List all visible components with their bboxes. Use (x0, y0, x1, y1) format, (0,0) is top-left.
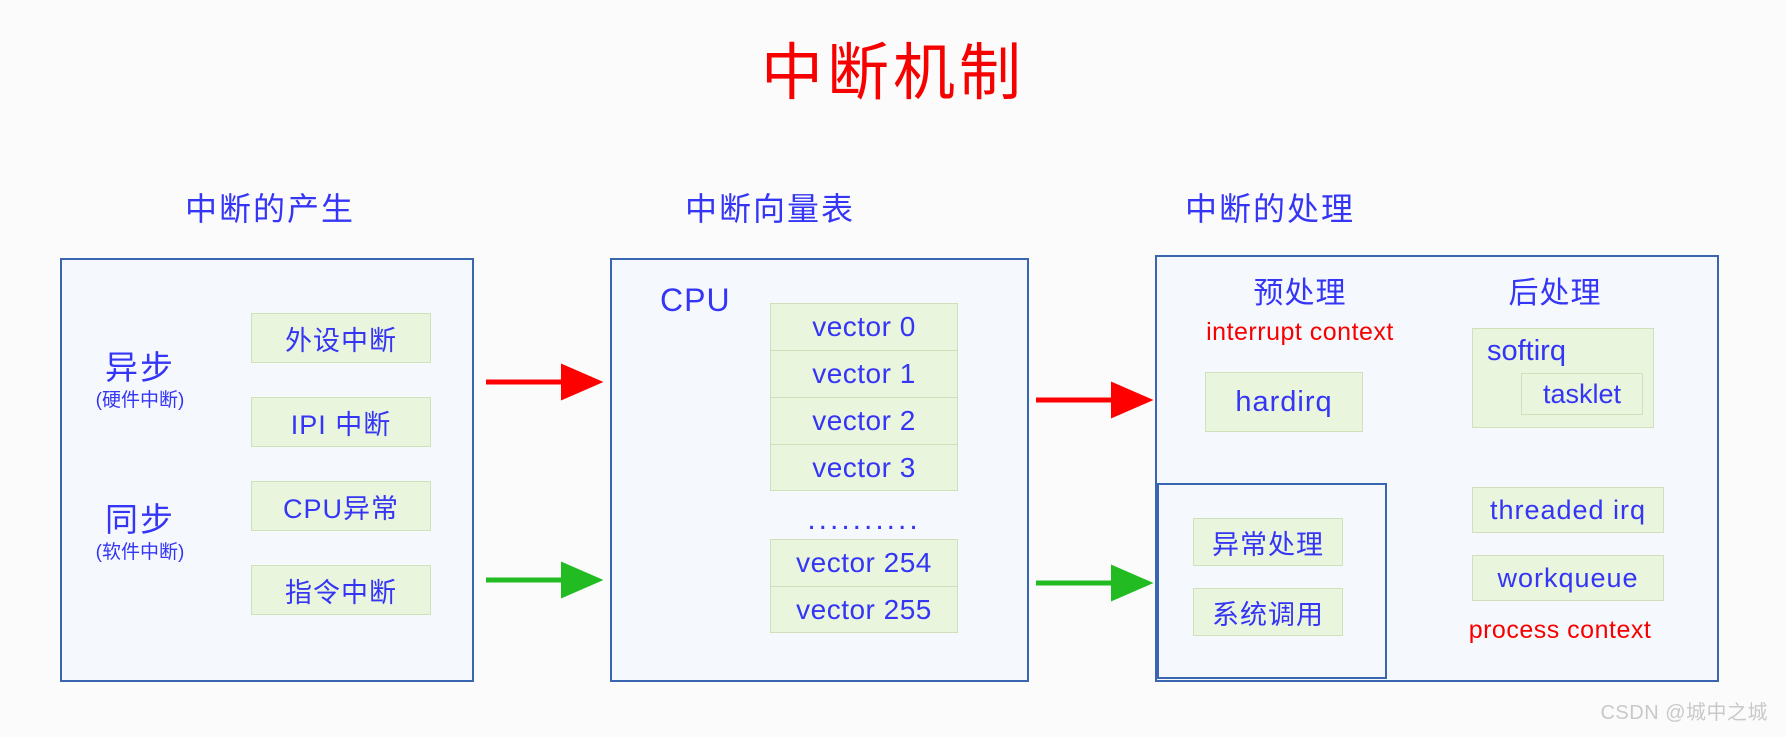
node-softirq[interactable]: softirq tasklet (1472, 328, 1654, 428)
node-hardirq[interactable]: hardirq (1205, 372, 1363, 432)
node-workqueue[interactable]: workqueue (1472, 555, 1664, 601)
vector-row[interactable]: vector 0 (770, 303, 958, 350)
group-label-sync-sub: (软件中断) (95, 542, 185, 563)
node-instruction-interrupt[interactable]: 指令中断 (251, 565, 431, 615)
label-cpu: CPU (660, 282, 731, 318)
subheading-preprocessing: 预处理 (1253, 277, 1347, 310)
panel-process-context-group (1157, 483, 1387, 679)
node-tasklet[interactable]: tasklet (1521, 373, 1643, 415)
node-peripheral-interrupt[interactable]: 外设中断 (251, 313, 431, 363)
vector-list-top: vector 0 vector 1 vector 2 vector 3 (770, 303, 958, 491)
node-softirq-label: softirq (1487, 335, 1566, 367)
vector-list-bottom: vector 254 vector 255 (770, 539, 958, 633)
node-threaded-irq[interactable]: threaded irq (1472, 487, 1664, 533)
vector-row[interactable]: vector 3 (770, 444, 958, 491)
group-label-async: 异步 (硬件中断) (70, 348, 210, 414)
note-interrupt-context: interrupt context (1206, 318, 1394, 346)
group-label-sync-main: 同步 (105, 501, 175, 538)
section-heading-handling: 中断的处理 (1184, 191, 1355, 227)
vector-row[interactable]: vector 255 (770, 586, 958, 633)
watermark: CSDN @城中之城 (1600, 702, 1768, 724)
group-label-async-sub: (硬件中断) (95, 390, 185, 411)
node-exception-handling[interactable]: 异常处理 (1193, 518, 1343, 566)
group-label-async-main: 异步 (105, 349, 175, 386)
node-cpu-exception[interactable]: CPU异常 (251, 481, 431, 531)
group-label-sync: 同步 (软件中断) (70, 500, 210, 566)
note-process-context: process context (1468, 616, 1652, 644)
vector-row[interactable]: vector 254 (770, 539, 958, 586)
subheading-postprocessing: 后处理 (1508, 277, 1602, 310)
vector-row[interactable]: vector 1 (770, 350, 958, 397)
vector-row[interactable]: vector 2 (770, 397, 958, 444)
node-system-call[interactable]: 系统调用 (1193, 588, 1343, 636)
vector-list-ellipsis: .......... (807, 503, 921, 536)
section-heading-generation: 中断的产生 (184, 191, 355, 227)
node-ipi-interrupt[interactable]: IPI 中断 (251, 397, 431, 447)
section-heading-vector-table: 中断向量表 (684, 191, 855, 227)
page-title: 中断机制 (760, 40, 1025, 108)
